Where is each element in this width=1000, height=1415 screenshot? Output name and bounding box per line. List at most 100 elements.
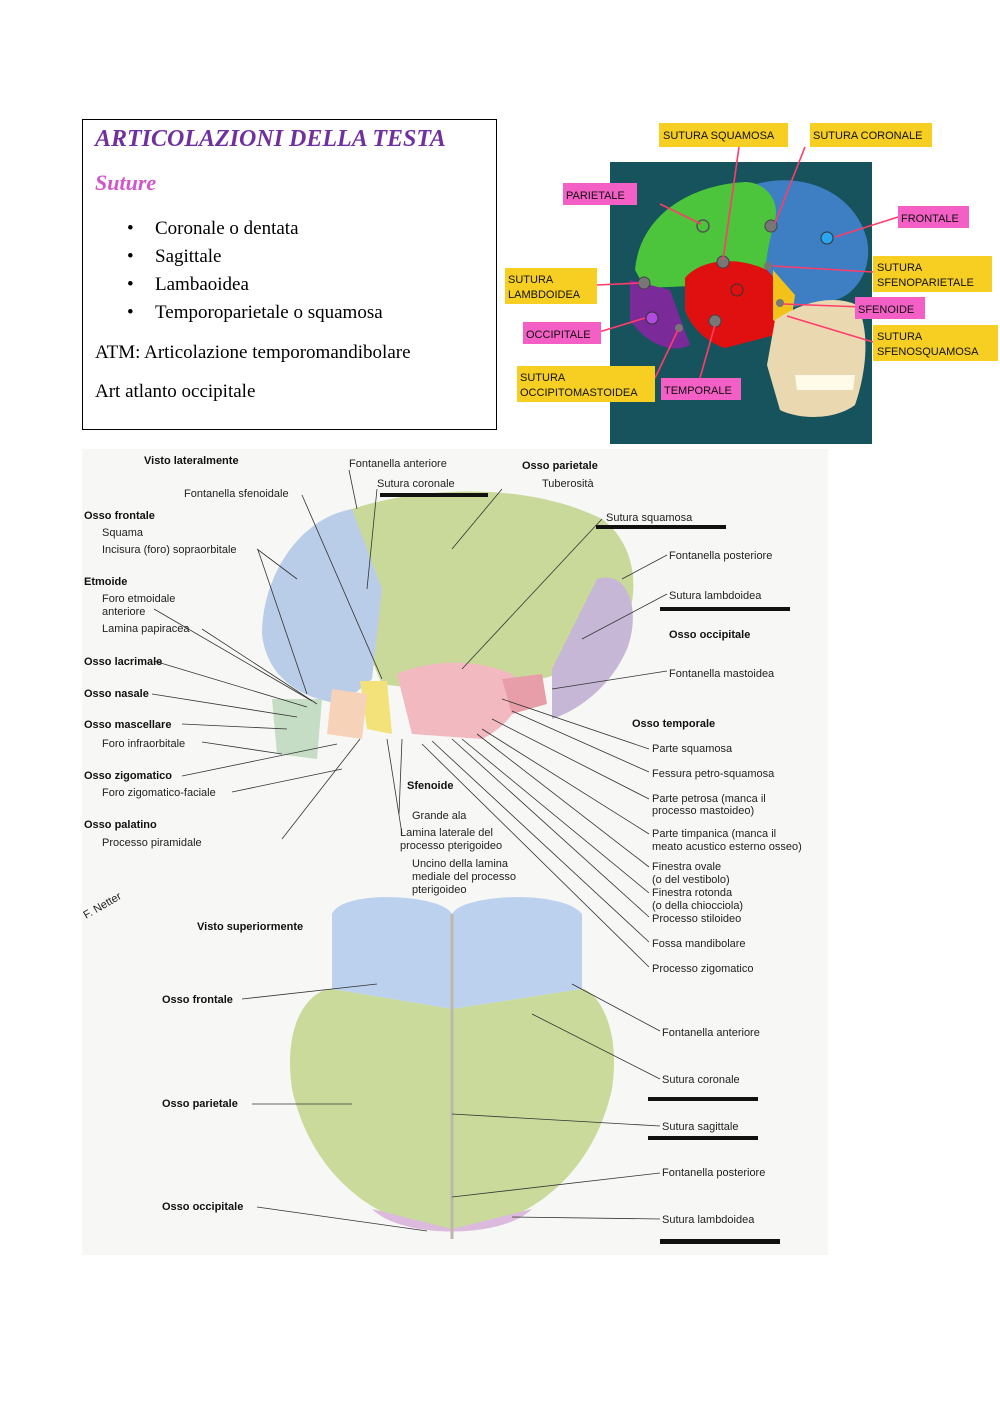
atlas-label: Fontanella anteriore bbox=[349, 458, 447, 470]
atlas-label: Fossa mandibolare bbox=[652, 938, 746, 950]
atlas-label: Sutura coronale bbox=[662, 1074, 740, 1086]
superior-parietal-left bbox=[290, 989, 452, 1229]
atlas-label: Lamina laterale del bbox=[400, 827, 493, 839]
bullet-icon: • bbox=[127, 246, 134, 267]
atlas-label: Foro infraorbitale bbox=[102, 738, 185, 750]
list-item: •Temporoparietale o squamosa bbox=[125, 299, 383, 327]
atlas-label: Fontanella anteriore bbox=[662, 1027, 760, 1039]
marker-dot bbox=[675, 324, 683, 332]
underline-bar bbox=[660, 607, 790, 611]
atlas-label: Fontanella sfenoidale bbox=[184, 488, 289, 500]
svg-text:PARIETALE: PARIETALE bbox=[566, 190, 625, 202]
underline-bar bbox=[648, 1136, 758, 1140]
svg-text:OCCIPITOMASTOIDEA: OCCIPITOMASTOIDEA bbox=[520, 387, 638, 399]
atlas-label: Fessura petro-squamosa bbox=[652, 768, 775, 780]
temporal-bone bbox=[685, 261, 782, 348]
svg-text:SUTURA: SUTURA bbox=[877, 331, 923, 343]
atlas-label: Processo piramidale bbox=[102, 837, 202, 849]
atlas-label: Osso occipitale bbox=[162, 1201, 243, 1213]
atlas-label: processo mastoideo) bbox=[652, 805, 754, 817]
svg-text:OCCIPITALE: OCCIPITALE bbox=[526, 329, 591, 341]
svg-text:SFENOIDE: SFENOIDE bbox=[858, 304, 914, 316]
label-sutura-lambdoidea: SUTURA LAMBDOIDEA bbox=[505, 268, 597, 304]
underline-bar bbox=[380, 493, 488, 497]
atlas-label: Sutura lambdoidea bbox=[662, 1214, 755, 1226]
colored-skull-diagram: SUTURA SQUAMOSA SUTURA CORONALE PARIETAL… bbox=[505, 123, 998, 444]
label-sutura-coronale: SUTURA CORONALE bbox=[810, 123, 932, 147]
atlas-label: Osso zigomatico bbox=[84, 770, 172, 782]
marker-dot bbox=[764, 262, 772, 270]
lateral-frontal bbox=[262, 509, 382, 704]
svg-text:SUTURA: SUTURA bbox=[508, 274, 554, 286]
svg-text:FRONTALE: FRONTALE bbox=[901, 213, 959, 225]
atlas-label: (o della chiocciola) bbox=[652, 900, 743, 912]
atlas-label: Osso frontale bbox=[162, 994, 233, 1006]
superior-frontal-left bbox=[332, 897, 452, 1009]
atlas-label: Parte squamosa bbox=[652, 743, 733, 755]
underline-bar bbox=[648, 1097, 758, 1101]
atlas-label: anteriore bbox=[102, 606, 145, 618]
svg-text:LAMBDOIDEA: LAMBDOIDEA bbox=[508, 289, 581, 301]
svg-text:SUTURA: SUTURA bbox=[520, 372, 566, 384]
superior-occipital bbox=[372, 1209, 532, 1232]
atlas-label: mediale del processo bbox=[412, 871, 516, 883]
lateral-zygomatic bbox=[327, 689, 367, 739]
lateral-temporal-2 bbox=[502, 674, 547, 714]
atlas-label: Fontanella posteriore bbox=[669, 550, 772, 562]
teeth bbox=[795, 375, 855, 390]
leader-lines bbox=[596, 146, 899, 379]
atlas-label: Processo stiloideo bbox=[652, 913, 741, 925]
atlas-label: Processo zigomatico bbox=[652, 963, 754, 975]
atlas-label: Finestra ovale bbox=[652, 861, 721, 873]
label-sutura-squamosa: SUTURA SQUAMOSA bbox=[659, 123, 788, 147]
atlas-leader-lines bbox=[151, 469, 668, 1232]
atlas-label: Osso parietale bbox=[522, 460, 598, 472]
atlas-label: (o del vestibolo) bbox=[652, 874, 730, 886]
atlas-label: Etmoide bbox=[84, 576, 127, 588]
svg-text:SFENOPARIETALE: SFENOPARIETALE bbox=[877, 277, 974, 289]
label-frontale: FRONTALE bbox=[898, 206, 969, 228]
lateral-maxilla bbox=[272, 699, 322, 759]
label-sutura-sfenoparietale: SUTURA SFENOPARIETALE bbox=[873, 256, 992, 292]
atlas-label: Sutura coronale bbox=[377, 478, 455, 490]
mandible-bone bbox=[767, 300, 866, 417]
atlas-label: Squama bbox=[102, 527, 144, 539]
atlas-label: Incisura (foro) sopraorbitale bbox=[102, 544, 237, 556]
atlas-label: Fontanella posteriore bbox=[662, 1167, 765, 1179]
bullet-icon: • bbox=[127, 218, 134, 239]
lateral-sphenoid bbox=[360, 681, 392, 734]
underline-bar bbox=[660, 1239, 780, 1244]
marker-dot bbox=[730, 283, 744, 297]
superior-parietal-right bbox=[452, 989, 615, 1229]
svg-text:TEMPORALE: TEMPORALE bbox=[664, 385, 732, 397]
label-sfenoide: SFENOIDE bbox=[855, 297, 925, 319]
svg-text:SUTURA SQUAMOSA: SUTURA SQUAMOSA bbox=[663, 130, 775, 142]
atlas-label: Lamina papiracea bbox=[102, 623, 190, 635]
atlas-label: Sutura lambdoidea bbox=[669, 590, 762, 602]
atlas-skull-plate: Visto lateralmente Fontanella anteriore … bbox=[82, 449, 828, 1255]
atlas-label: Sutura squamosa bbox=[606, 512, 693, 524]
atlas-label: Osso parietale bbox=[162, 1098, 238, 1110]
atlas-label: Osso occipitale bbox=[669, 629, 750, 641]
atlas-label: Tuberosità bbox=[542, 478, 594, 490]
atlas-label: Fontanella mastoidea bbox=[669, 668, 775, 680]
atlas-label: Sutura sagittale bbox=[662, 1121, 738, 1133]
svg-text:SUTURA CORONALE: SUTURA CORONALE bbox=[813, 130, 922, 142]
view-title-lateral: Visto lateralmente bbox=[144, 455, 239, 467]
atlas-label: Osso nasale bbox=[84, 688, 149, 700]
atlas-label: meato acustico esterno osseo) bbox=[652, 841, 802, 853]
marker-dot bbox=[645, 311, 659, 325]
list-item: •Lambaoidea bbox=[125, 271, 383, 299]
atlas-label: Osso temporale bbox=[632, 718, 715, 730]
list-item: •Coronale o dentata bbox=[125, 215, 383, 243]
atlas-label: Uncino della lamina bbox=[412, 858, 509, 870]
bullet-icon: • bbox=[127, 274, 134, 295]
atlas-label: Parte petrosa (manca il bbox=[652, 793, 766, 805]
underline-bar bbox=[596, 525, 726, 529]
label-sutura-sfenosquamosa: SUTURA SFENOSQUAMOSA bbox=[873, 325, 998, 361]
label-temporale: TEMPORALE bbox=[661, 378, 741, 400]
atlas-label: Finestra rotonda bbox=[652, 887, 733, 899]
svg-text:SUTURA: SUTURA bbox=[877, 262, 923, 274]
atlas-label: Osso lacrimale bbox=[84, 656, 162, 668]
marker-dot bbox=[637, 276, 651, 290]
